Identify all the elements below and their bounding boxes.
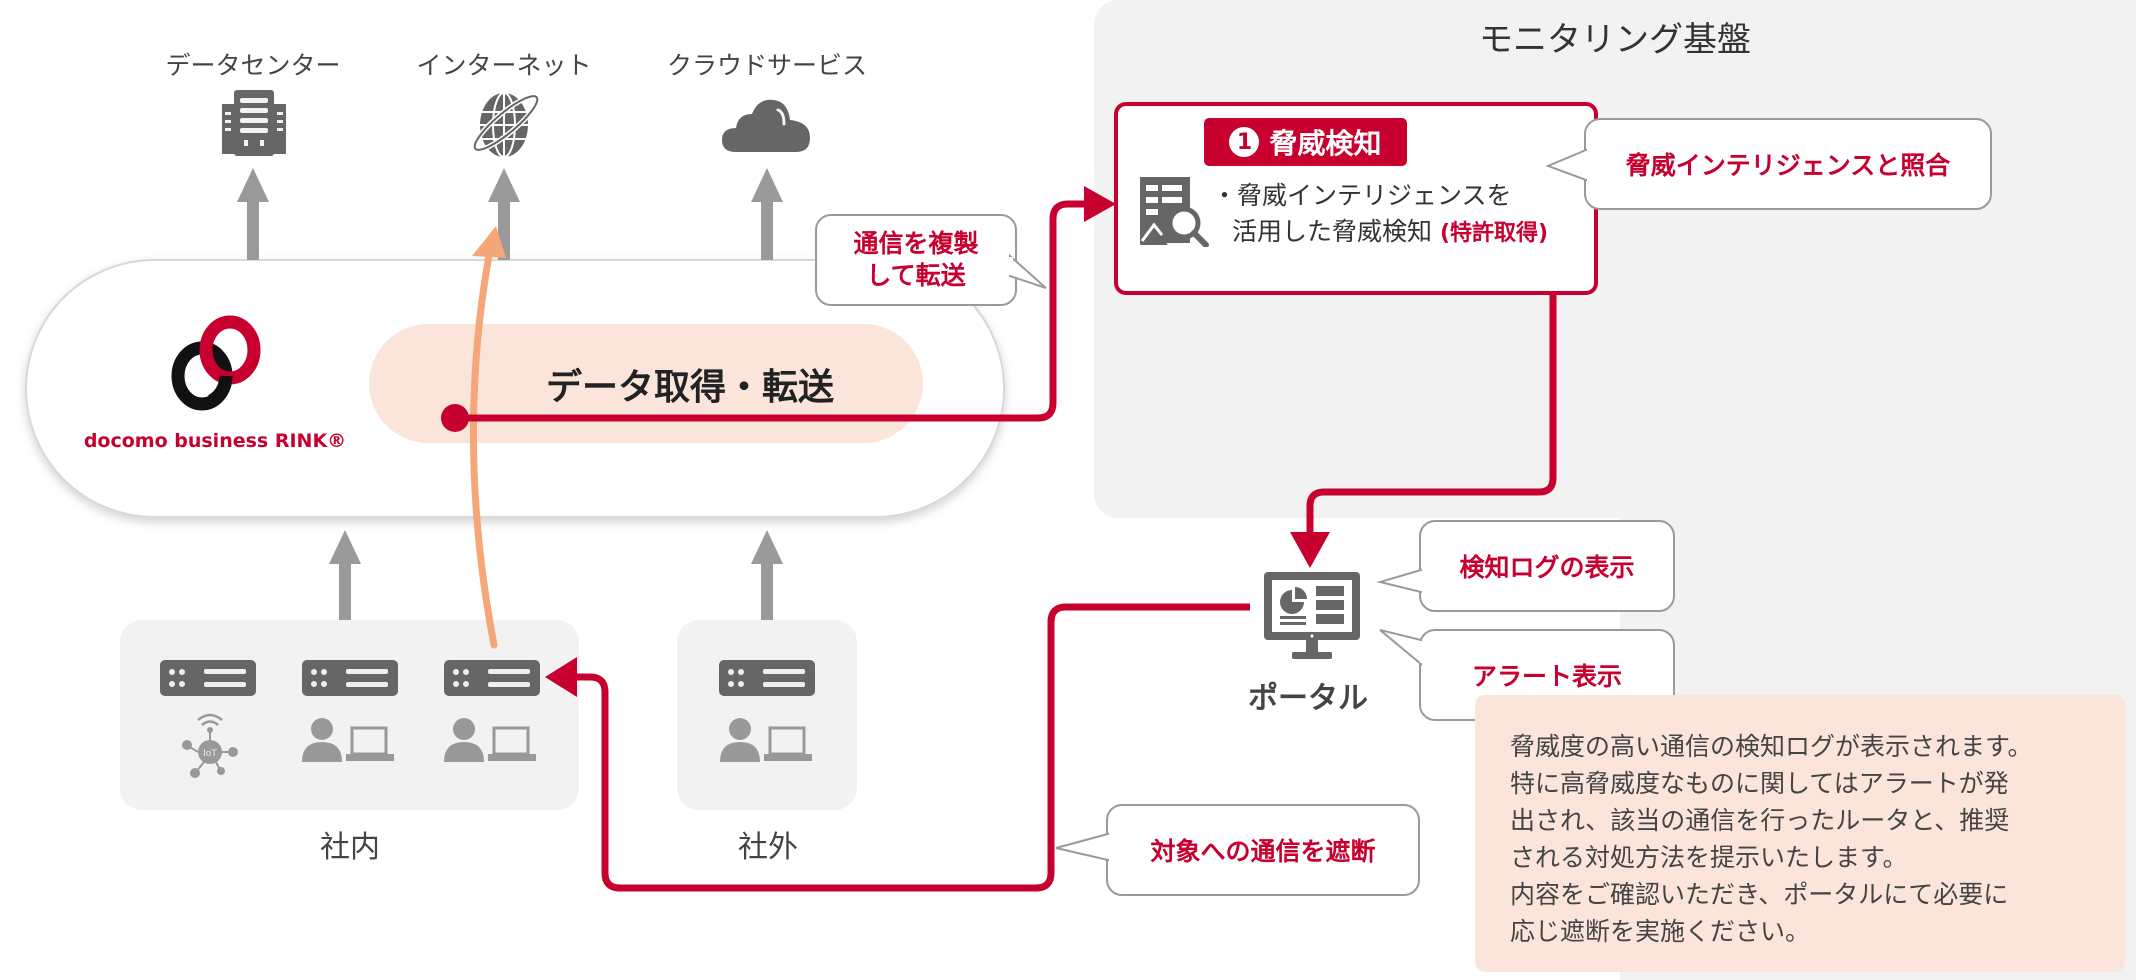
- docomo-business-rink-logo-icon: [171, 315, 261, 411]
- document-search-icon: [1140, 177, 1209, 247]
- note-line: 応じ遮断を実施ください。: [1510, 917, 1811, 946]
- router-icon: [160, 660, 256, 696]
- callout-log-tail: [1376, 568, 1422, 594]
- arrow-from-external-head: [751, 530, 783, 564]
- portal-monitor-icon: [1264, 572, 1360, 659]
- detection-to-portal-arrowhead: [1290, 532, 1330, 568]
- router-icon: [444, 660, 540, 696]
- external-group-box: [677, 620, 857, 810]
- arrow-to-cloud-head: [751, 168, 783, 202]
- cloud-service-label: クラウドサービス: [666, 51, 867, 80]
- note-line: 脅威度の高い通信の検知ログが表示されます。: [1510, 732, 2033, 761]
- globe-icon: [472, 92, 540, 158]
- callout-block-tail: [1055, 832, 1109, 862]
- user-pc-icon: [444, 718, 536, 762]
- router-icon: [302, 660, 398, 696]
- arrow-to-datacenter-head: [237, 168, 269, 202]
- callout-copy-forward-line2: して転送: [866, 261, 966, 290]
- patent-note: (特許取得): [1439, 221, 1549, 246]
- callout-log-display: 検知ログの表示: [1419, 520, 1675, 612]
- note-line: 出され、該当の通信を行ったルータと、推奨: [1510, 806, 2010, 835]
- user-pc-icon: [302, 718, 394, 762]
- arrow-to-internet-shaft: [498, 200, 510, 260]
- note-line: される対処方法を提示いたします。: [1510, 843, 1908, 872]
- arrow-from-external-shaft: [761, 562, 773, 620]
- note-line: 特に高脅威度なものに関してはアラートが発: [1510, 769, 2009, 798]
- cloud-icon: [722, 99, 810, 152]
- callout-intel-match: 脅威インテリジェンスと照合: [1584, 118, 1992, 210]
- monitoring-platform-title: モニタリング基盤: [1479, 20, 1751, 60]
- step-number: 1: [1229, 127, 1260, 157]
- threat-detection-line1: ・脅威インテリジェンスを: [1212, 181, 1512, 210]
- threat-detection-line2-text: 活用した脅威検知: [1232, 217, 1433, 246]
- building-icon: [222, 90, 286, 156]
- callout-copy-forward-line1: 通信を複製: [853, 229, 979, 258]
- external-label: 社外: [738, 830, 798, 865]
- internal-label: 社内: [320, 830, 380, 865]
- router-icon: [719, 660, 815, 696]
- traffic-flow-arrowhead: [472, 226, 506, 258]
- brand-name: docomo business RINK®: [83, 430, 347, 452]
- arrow-to-cloud-shaft: [761, 200, 773, 260]
- arrow-to-internet-head: [488, 168, 520, 202]
- svg-text:IoT: IoT: [203, 749, 217, 759]
- portal-label: ポータル: [1248, 681, 1368, 716]
- threat-detection-title: 脅威検知: [1269, 127, 1382, 160]
- datacenter-label: データセンター: [165, 51, 341, 80]
- threat-detection-line2: 活用した脅威検知 (特許取得): [1232, 212, 1548, 248]
- callout-copy-forward: 通信を複製 して転送: [815, 214, 1017, 306]
- arrow-to-datacenter-shaft: [247, 200, 259, 260]
- internet-label: インターネット: [416, 51, 592, 80]
- arrow-from-internal-shaft: [339, 562, 351, 620]
- note-line: 内容をご確認いただき、ポータルにて必要に: [1510, 880, 2009, 909]
- data-capture-forward-label: データ取得・転送: [545, 367, 834, 408]
- arrow-from-internal-head: [329, 530, 361, 564]
- iot-device-icon: IoT: [182, 713, 238, 778]
- user-pc-icon: [720, 718, 812, 762]
- explanation-note-text: 脅威度の高い通信の検知ログが表示されます。 特に高脅威度なものに関してはアラート…: [1510, 728, 2110, 950]
- internal-group-box: [120, 620, 579, 810]
- callout-alert-tail: [1379, 629, 1422, 667]
- threat-detection-badge: 1 脅威検知: [1204, 118, 1407, 166]
- callout-block-traffic: 対象への通信を遮断: [1106, 804, 1420, 896]
- explanation-note-box: [1475, 695, 2125, 972]
